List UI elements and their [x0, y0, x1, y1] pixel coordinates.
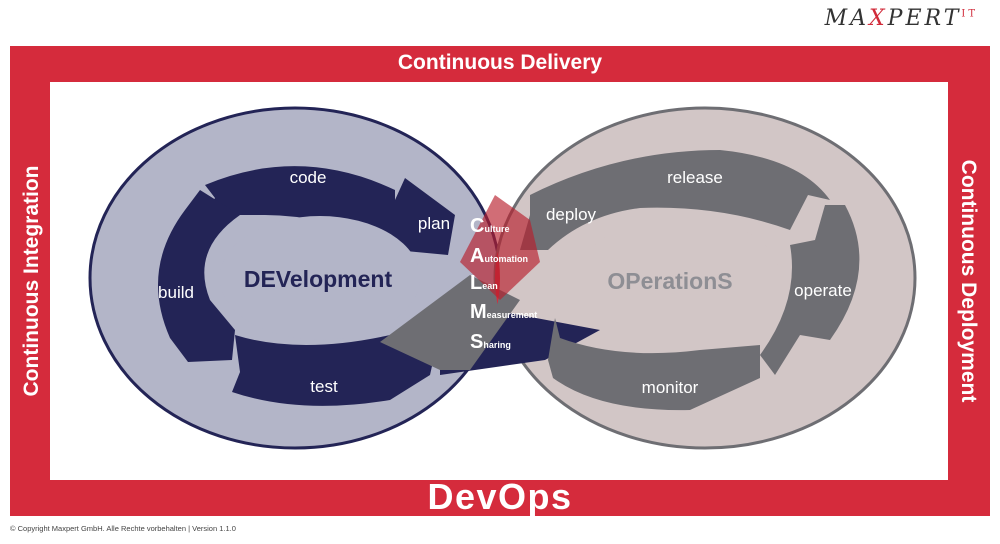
calms-item-culture: Culture — [470, 215, 509, 237]
frame-bottom-label: DevOps — [427, 476, 572, 517]
calms-item-sharing: Sharing — [470, 331, 511, 353]
logo-mark: IT — [961, 8, 978, 20]
ops-step-release: release — [667, 168, 723, 187]
dev-title: DEVelopment — [244, 266, 393, 292]
dev-step-build: build — [158, 283, 194, 302]
dev-step-code: code — [290, 168, 327, 187]
ops-step-deploy: deploy — [546, 205, 597, 224]
ops-arrow-ring — [380, 150, 860, 411]
calms-list: Culture Automation Lean Measurement Shar… — [470, 215, 537, 353]
dev-step-test: test — [310, 377, 338, 396]
dev-step-plan: plan — [418, 214, 450, 233]
calms-item-lean: Lean — [470, 272, 498, 294]
calms-item-measurement: Measurement — [470, 301, 537, 323]
maxpert-logo: MAXPERTIT — [824, 6, 978, 31]
ops-step-operate: operate — [794, 281, 852, 300]
frame-right-label: Continuous Deployment — [957, 160, 980, 403]
ops-step-monitor: monitor — [642, 378, 699, 397]
calms-lens — [460, 108, 540, 448]
ops-title: OPerationS — [607, 268, 732, 294]
copyright-text: © Copyright Maxpert GmbH. Alle Rechte vo… — [10, 524, 236, 533]
dev-inner-ellipse — [220, 216, 420, 340]
frame-top-label: Continuous Delivery — [398, 51, 603, 74]
frame-left-label: Continuous Integration — [20, 166, 43, 397]
ops-inner-ellipse — [580, 216, 780, 340]
calms-item-automation: Automation — [470, 245, 528, 267]
